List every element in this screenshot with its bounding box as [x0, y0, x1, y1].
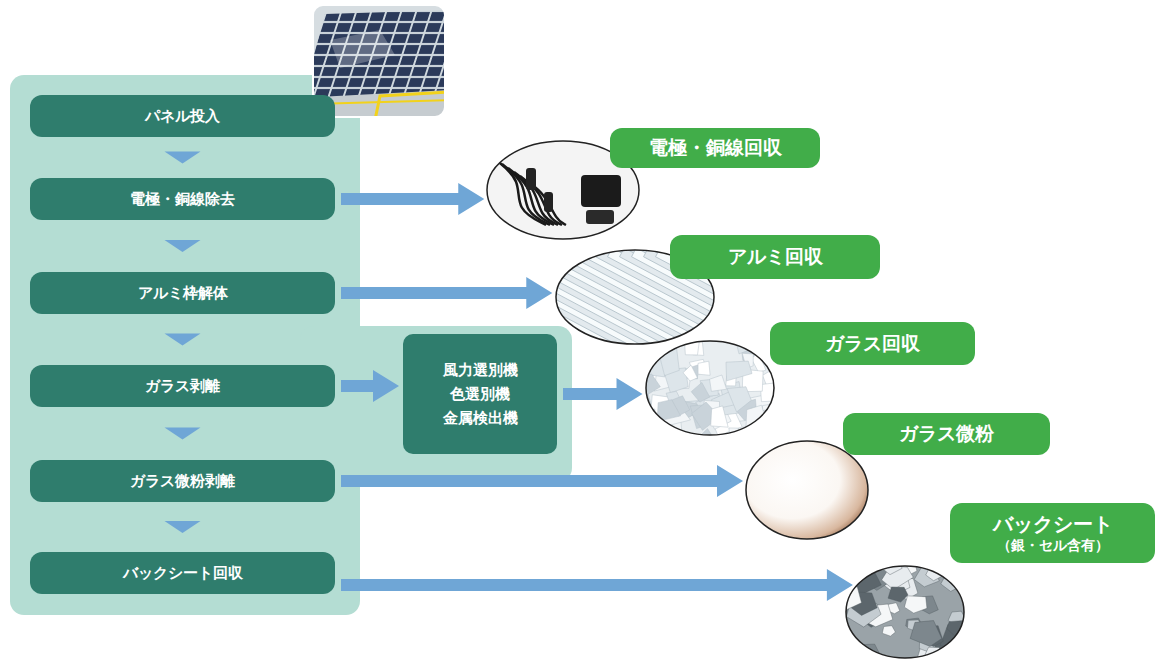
photo-content — [645, 340, 775, 436]
output-arrow — [341, 569, 853, 601]
step-text: ガラス微粉剥離 — [130, 472, 235, 491]
label-text: バックシート — [993, 512, 1113, 537]
photo-content — [745, 440, 869, 540]
sorting-panel — [300, 326, 572, 482]
product-photo: アルミ回収 — [555, 249, 715, 345]
photo-ellipse — [645, 340, 775, 436]
product-photo: 電極・銅線回収 — [486, 140, 640, 240]
step-text: アルミ枠解体 — [138, 284, 228, 303]
photo-outline — [646, 341, 774, 435]
photo-content — [845, 565, 965, 659]
output-arrow — [341, 465, 743, 497]
machine-text: 色選別機 — [450, 382, 510, 406]
product-label: アルミ回収 — [670, 235, 880, 279]
product-photo: ガラス回収 — [645, 340, 775, 436]
step-text: ガラス剥離 — [145, 377, 220, 396]
product-photo: バックシート（銀・セル含有） — [845, 565, 965, 659]
photo-ellipse — [745, 440, 869, 540]
label-text: ガラス微粉 — [899, 422, 994, 446]
flow-chevron — [165, 521, 201, 533]
product-label: ガラス回収 — [770, 322, 975, 365]
process-box: ガラス剥離 — [30, 365, 335, 407]
flow-chevron — [165, 334, 201, 346]
product-label: 電極・銅線回収 — [610, 128, 820, 168]
step-text: 電極・銅線除去 — [130, 190, 235, 209]
flow-chevron — [165, 428, 201, 440]
process-box: バックシート回収 — [30, 552, 335, 594]
output-arrow — [341, 277, 552, 309]
photo-outline — [746, 441, 868, 539]
product-label: バックシート（銀・セル含有） — [950, 503, 1155, 563]
flow-chevron — [165, 240, 201, 252]
flow-chevron — [165, 152, 201, 164]
process-box: アルミ枠解体 — [30, 272, 335, 314]
label-text: 電極・銅線回収 — [649, 136, 782, 160]
label-text: ガラス回収 — [825, 332, 920, 356]
step-text: バックシート回収 — [123, 564, 243, 583]
label-text: アルミ回収 — [728, 245, 823, 269]
product-label: ガラス微粉 — [843, 413, 1050, 455]
process-box: パネル投入 — [30, 95, 335, 137]
photo-ellipse — [845, 565, 965, 659]
process-box: 電極・銅線除去 — [30, 178, 335, 220]
process-box: ガラス微粉剥離 — [30, 460, 335, 502]
product-photo: ガラス微粉 — [745, 440, 869, 540]
photo-outline — [846, 566, 964, 658]
output-arrow — [341, 370, 399, 402]
step-text: パネル投入 — [145, 107, 220, 126]
sorting-box: 風力選別機色選別機金属検出機 — [403, 334, 557, 454]
output-arrow — [341, 183, 484, 215]
label-text: （銀・セル含有） — [997, 537, 1109, 555]
output-arrow — [563, 378, 643, 410]
machine-text: 風力選別機 — [443, 358, 518, 382]
machine-text: 金属検出機 — [443, 406, 518, 430]
